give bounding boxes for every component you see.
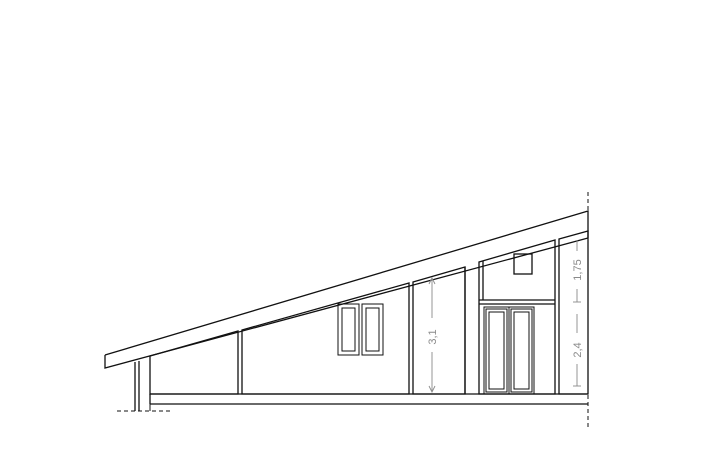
window bbox=[337, 303, 384, 356]
room-4 bbox=[478, 239, 556, 395]
dimension-upper-height: 1,75 bbox=[572, 240, 584, 303]
dim-label-3-1: 3,1 bbox=[427, 329, 439, 344]
dimension-lower-height: 2,4 bbox=[572, 314, 584, 387]
right-wall bbox=[558, 230, 589, 395]
dim-label-2-4: 2,4 bbox=[572, 342, 584, 357]
small-window bbox=[513, 253, 533, 275]
room-2 bbox=[241, 282, 410, 395]
overhang-column bbox=[134, 361, 140, 411]
floor-slab bbox=[149, 393, 588, 411]
room-3 bbox=[412, 266, 466, 395]
dimension-room-height: 3,1 bbox=[427, 276, 439, 394]
roof-slab bbox=[104, 210, 589, 369]
break-lines bbox=[117, 192, 589, 428]
mezzanine-slab bbox=[479, 299, 555, 305]
dim-label-1-75: 1,75 bbox=[572, 259, 584, 280]
room-1 bbox=[149, 330, 239, 395]
double-door bbox=[483, 306, 535, 395]
